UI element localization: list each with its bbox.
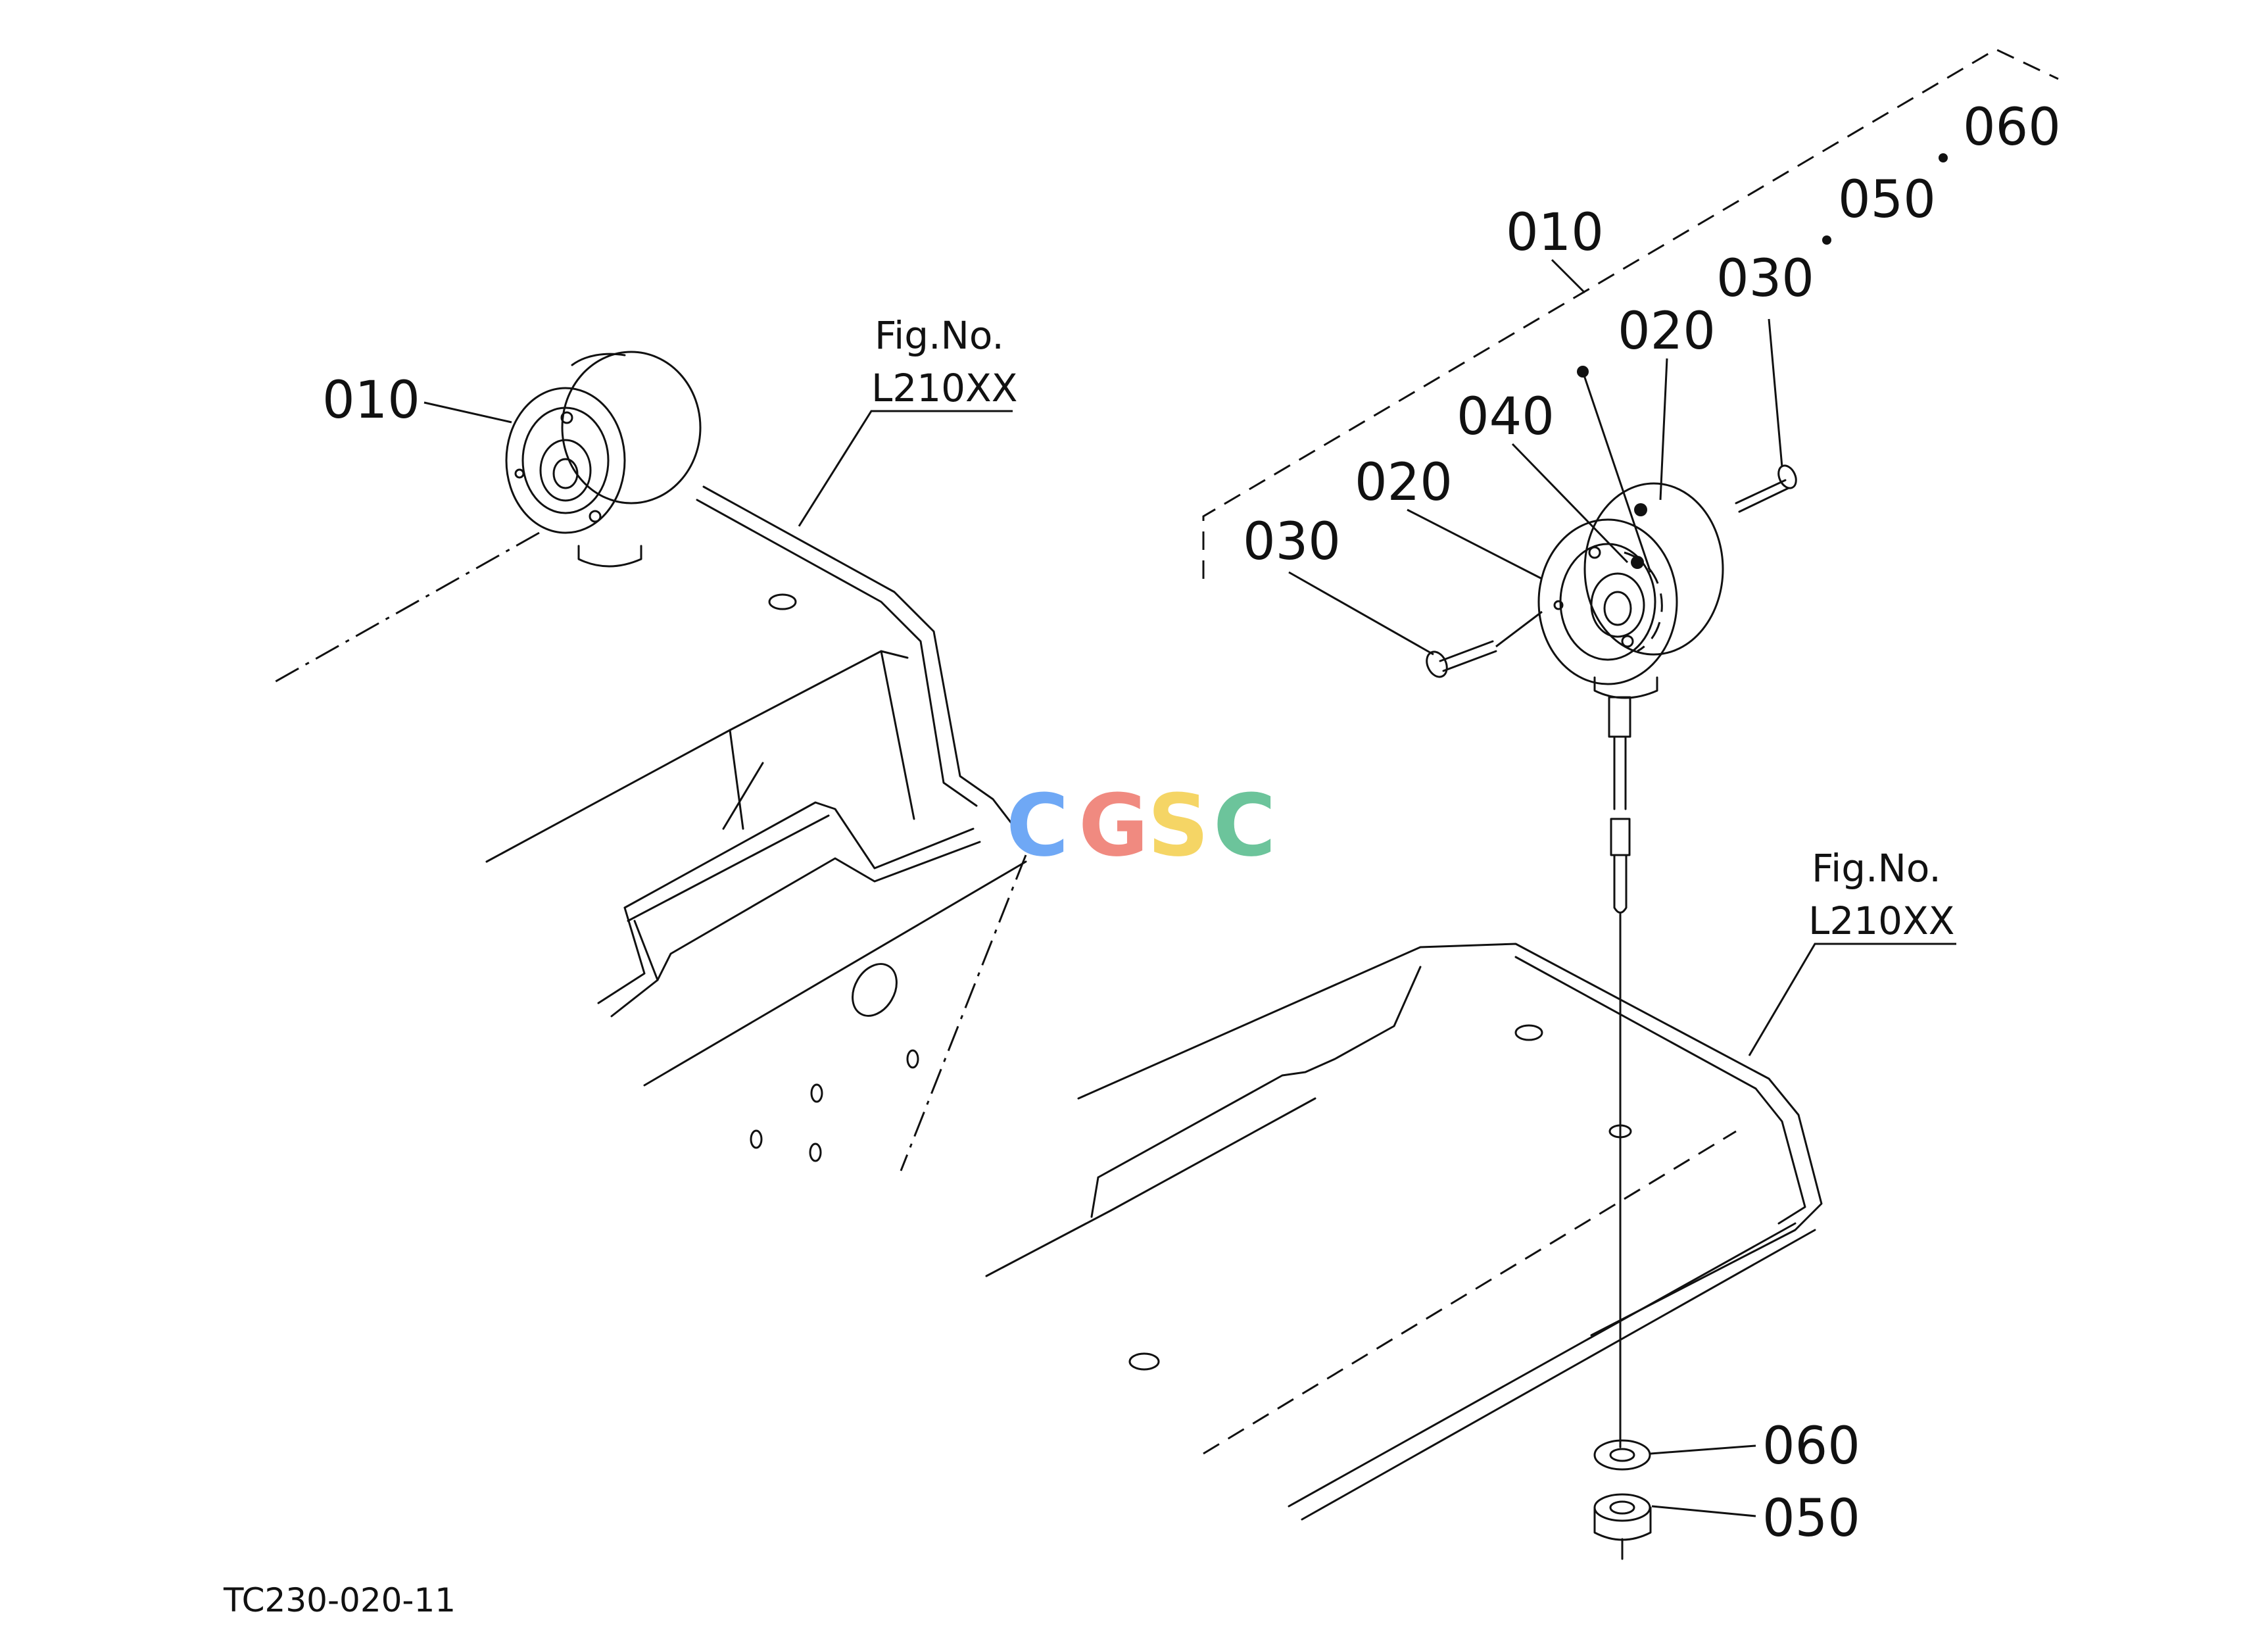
watermark-letter-1: C [1006, 775, 1069, 875]
drawing-code: TC230-020-11 [223, 1581, 456, 1619]
right-lamp-assembly [1537, 482, 1724, 1448]
leader-050 [1651, 1505, 1756, 1517]
watermark-letter-4: C [1213, 775, 1276, 875]
right-fig-no-label: Fig.No. [1812, 846, 1941, 891]
left-fig-no-label: Fig.No. [875, 313, 1004, 358]
set-label-030: 030 [1716, 249, 1814, 308]
left-part-label-010: 010 [322, 371, 420, 430]
watermark-cgsc: C G S C [1006, 775, 1276, 875]
assembly-010-leader [1551, 258, 1586, 294]
nut-050 [1593, 1493, 1652, 1560]
right-fig-code-label: L210XX [1808, 898, 1954, 943]
label-020-top: 020 [1618, 302, 1716, 361]
set-label-050: 050 [1838, 170, 1936, 230]
label-060-bottom: 060 [1762, 1417, 1860, 1476]
washer-060 [1593, 1439, 1651, 1471]
set-label-060: 060 [1963, 98, 2061, 157]
assembly-bracket [1202, 48, 2059, 579]
watermark-letter-3: S [1147, 775, 1209, 875]
leader-060 [1650, 1444, 1756, 1455]
left-fig-code-label: L210XX [871, 366, 1017, 410]
left-center-line-2 [270, 531, 540, 685]
set-dot-2 [1822, 235, 1831, 245]
leader-040 [1511, 443, 1629, 564]
label-020-mid: 020 [1355, 453, 1453, 512]
right-view: 010 060 050 030 [985, 48, 2061, 1560]
left-lamp-assembly [505, 351, 702, 568]
leader-020-mid [1407, 508, 1543, 580]
right-fender-outline [985, 943, 1823, 1521]
left-fig-leader [798, 410, 1013, 527]
label-040: 040 [1457, 387, 1555, 447]
left-fender-outline [485, 485, 1027, 1162]
set-dot-1 [1939, 153, 1948, 162]
leader-dot-top [1581, 371, 1652, 573]
assembly-label-010: 010 [1506, 203, 1604, 262]
left-view: 010 Fig.No. L210XX [270, 313, 1027, 1171]
leader-030-left [1288, 571, 1434, 656]
label-030-left: 030 [1243, 512, 1341, 572]
right-screw-top [1735, 318, 1797, 513]
right-fig-leader [1748, 943, 1956, 1056]
left-center-line [900, 854, 1027, 1171]
watermark-letter-2: G [1078, 775, 1149, 875]
left-010-leader [423, 401, 512, 424]
right-screw-left [1426, 610, 1543, 678]
leader-020-top [1659, 358, 1668, 501]
label-050-bottom: 050 [1762, 1489, 1860, 1548]
